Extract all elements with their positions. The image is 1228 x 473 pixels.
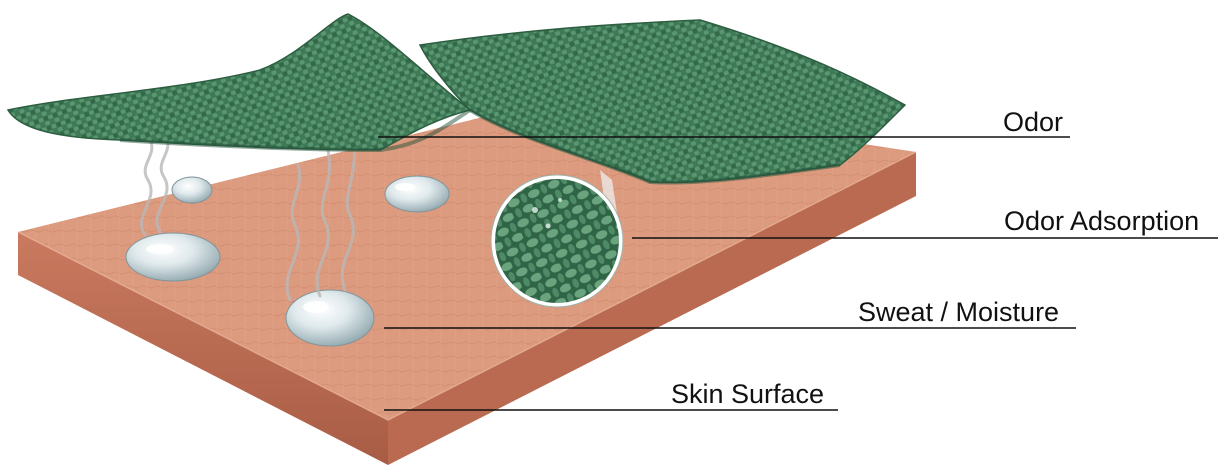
label-odor-adsorption: Odor Adsorption — [1004, 208, 1199, 235]
droplet-icon — [172, 177, 212, 203]
label-sweat-moisture: Sweat / Moisture — [858, 299, 1059, 326]
label-skin-surface: Skin Surface — [671, 381, 824, 408]
droplet-icon — [286, 290, 374, 346]
fabric-curled-flap — [8, 14, 470, 150]
droplet-icon — [126, 233, 220, 281]
label-odor: Odor — [1003, 109, 1063, 136]
droplet-icon — [385, 176, 449, 212]
